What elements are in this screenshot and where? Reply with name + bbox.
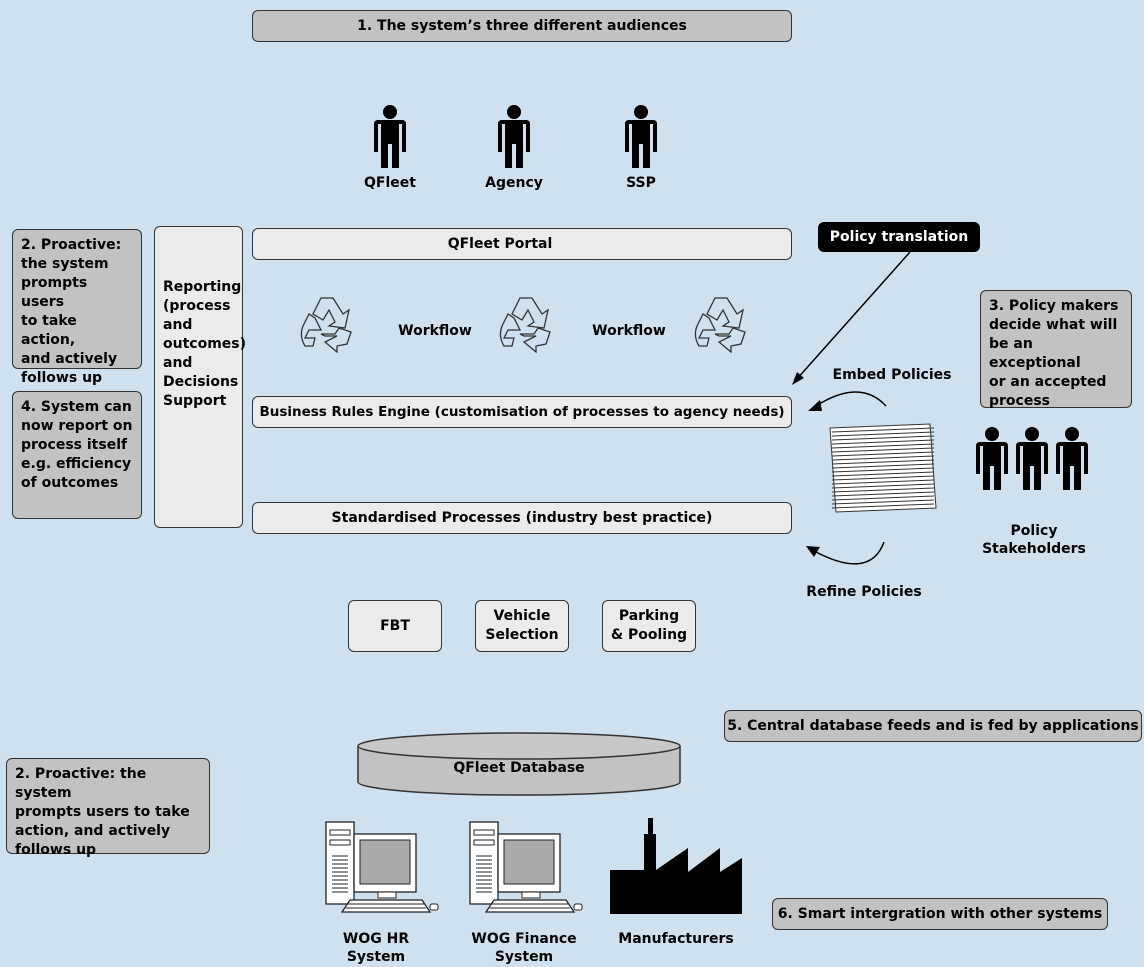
refine-policies-label: Refine Policies	[806, 584, 922, 600]
portal-layer: QFleet Portal	[252, 228, 792, 260]
person-icon	[1016, 427, 1048, 490]
workflow-label-1: Workflow	[398, 323, 472, 339]
app-vehicle-selection: Vehicle Selection	[475, 600, 569, 652]
workflow-label-2: Workflow	[592, 323, 666, 339]
stakeholders-label: Policy Stakeholders	[982, 523, 1086, 557]
document-stack-icon	[829, 423, 937, 513]
system-label-finance: WOG Finance System	[471, 931, 577, 965]
smart-integration-note: 6. Smart intergration with other systems	[772, 898, 1108, 930]
person-icon	[498, 105, 530, 168]
embed-arrow	[815, 391, 887, 407]
person-icon	[976, 427, 1008, 490]
computer-icon	[325, 821, 439, 913]
system-label-manufacturers: Manufacturers	[618, 931, 734, 947]
policy-makers-note: 3. Policy makers decide what will be an …	[980, 290, 1132, 409]
reporting-sidebar: Reporting (process and outcomes) and Dec…	[154, 226, 246, 528]
app-parking-pooling: Parking & Pooling	[602, 600, 696, 652]
central-database-note: 5. Central database feeds and is fed by …	[724, 710, 1142, 742]
recycle-icon	[499, 297, 551, 353]
audience-label-agency: Agency	[485, 175, 543, 191]
proactive-note-top: 2. Proactive: the system prompts users t…	[12, 229, 142, 386]
factory-icon	[610, 818, 742, 914]
policy-translation-box: Policy translation	[818, 222, 980, 252]
person-icon	[625, 105, 657, 168]
system-report-note: 4. System can now report on process itse…	[12, 391, 142, 519]
standardised-layer: Standardised Processes (industry best pr…	[252, 502, 792, 534]
person-icon	[374, 105, 406, 168]
portal-label: QFleet Portal	[447, 235, 553, 252]
business-rules-layer: Business Rules Engine (customisation of …	[252, 396, 792, 428]
app-fbt: FBT	[348, 600, 442, 652]
proactive-note-bottom: 2. Proactive: the system prompts users t…	[6, 758, 210, 858]
system-label-hr: WOG HR System	[342, 931, 410, 965]
audience-label-ssp: SSP	[626, 175, 656, 191]
audience-label-qfleet: QFleet	[364, 175, 416, 191]
recycle-icon	[300, 297, 352, 353]
recycle-icon	[694, 297, 746, 353]
audiences-title: 1. The system’s three different audience…	[252, 10, 792, 42]
person-icon	[1056, 427, 1088, 490]
computer-icon	[469, 821, 583, 913]
database-icon	[357, 732, 681, 796]
policy-arrow	[795, 251, 911, 381]
database-label: QFleet Database	[453, 760, 585, 776]
refine-arrow	[815, 541, 885, 565]
embed-policies-label: Embed Policies	[832, 367, 952, 383]
